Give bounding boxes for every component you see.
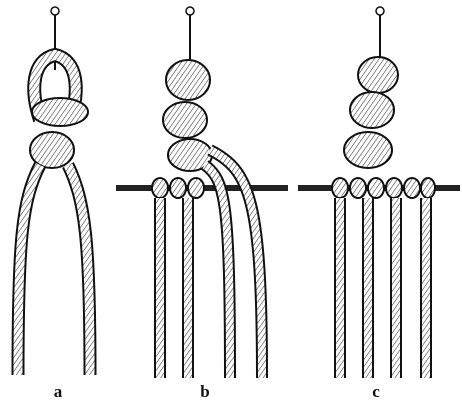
- knot-body: [166, 60, 210, 100]
- panel-label-b: b: [190, 382, 220, 402]
- pin-head-icon: [186, 7, 194, 15]
- panel-b-drawing: [116, 7, 288, 378]
- panel-c-drawing: [298, 7, 460, 378]
- pin-head-icon: [51, 7, 59, 15]
- pin-head-icon: [376, 7, 384, 15]
- panel-label-a: a: [43, 382, 73, 402]
- knot-body: [358, 57, 398, 93]
- knot-body: [32, 98, 88, 126]
- panel-label-c: c: [361, 382, 391, 402]
- panel-a-drawing: [18, 7, 90, 375]
